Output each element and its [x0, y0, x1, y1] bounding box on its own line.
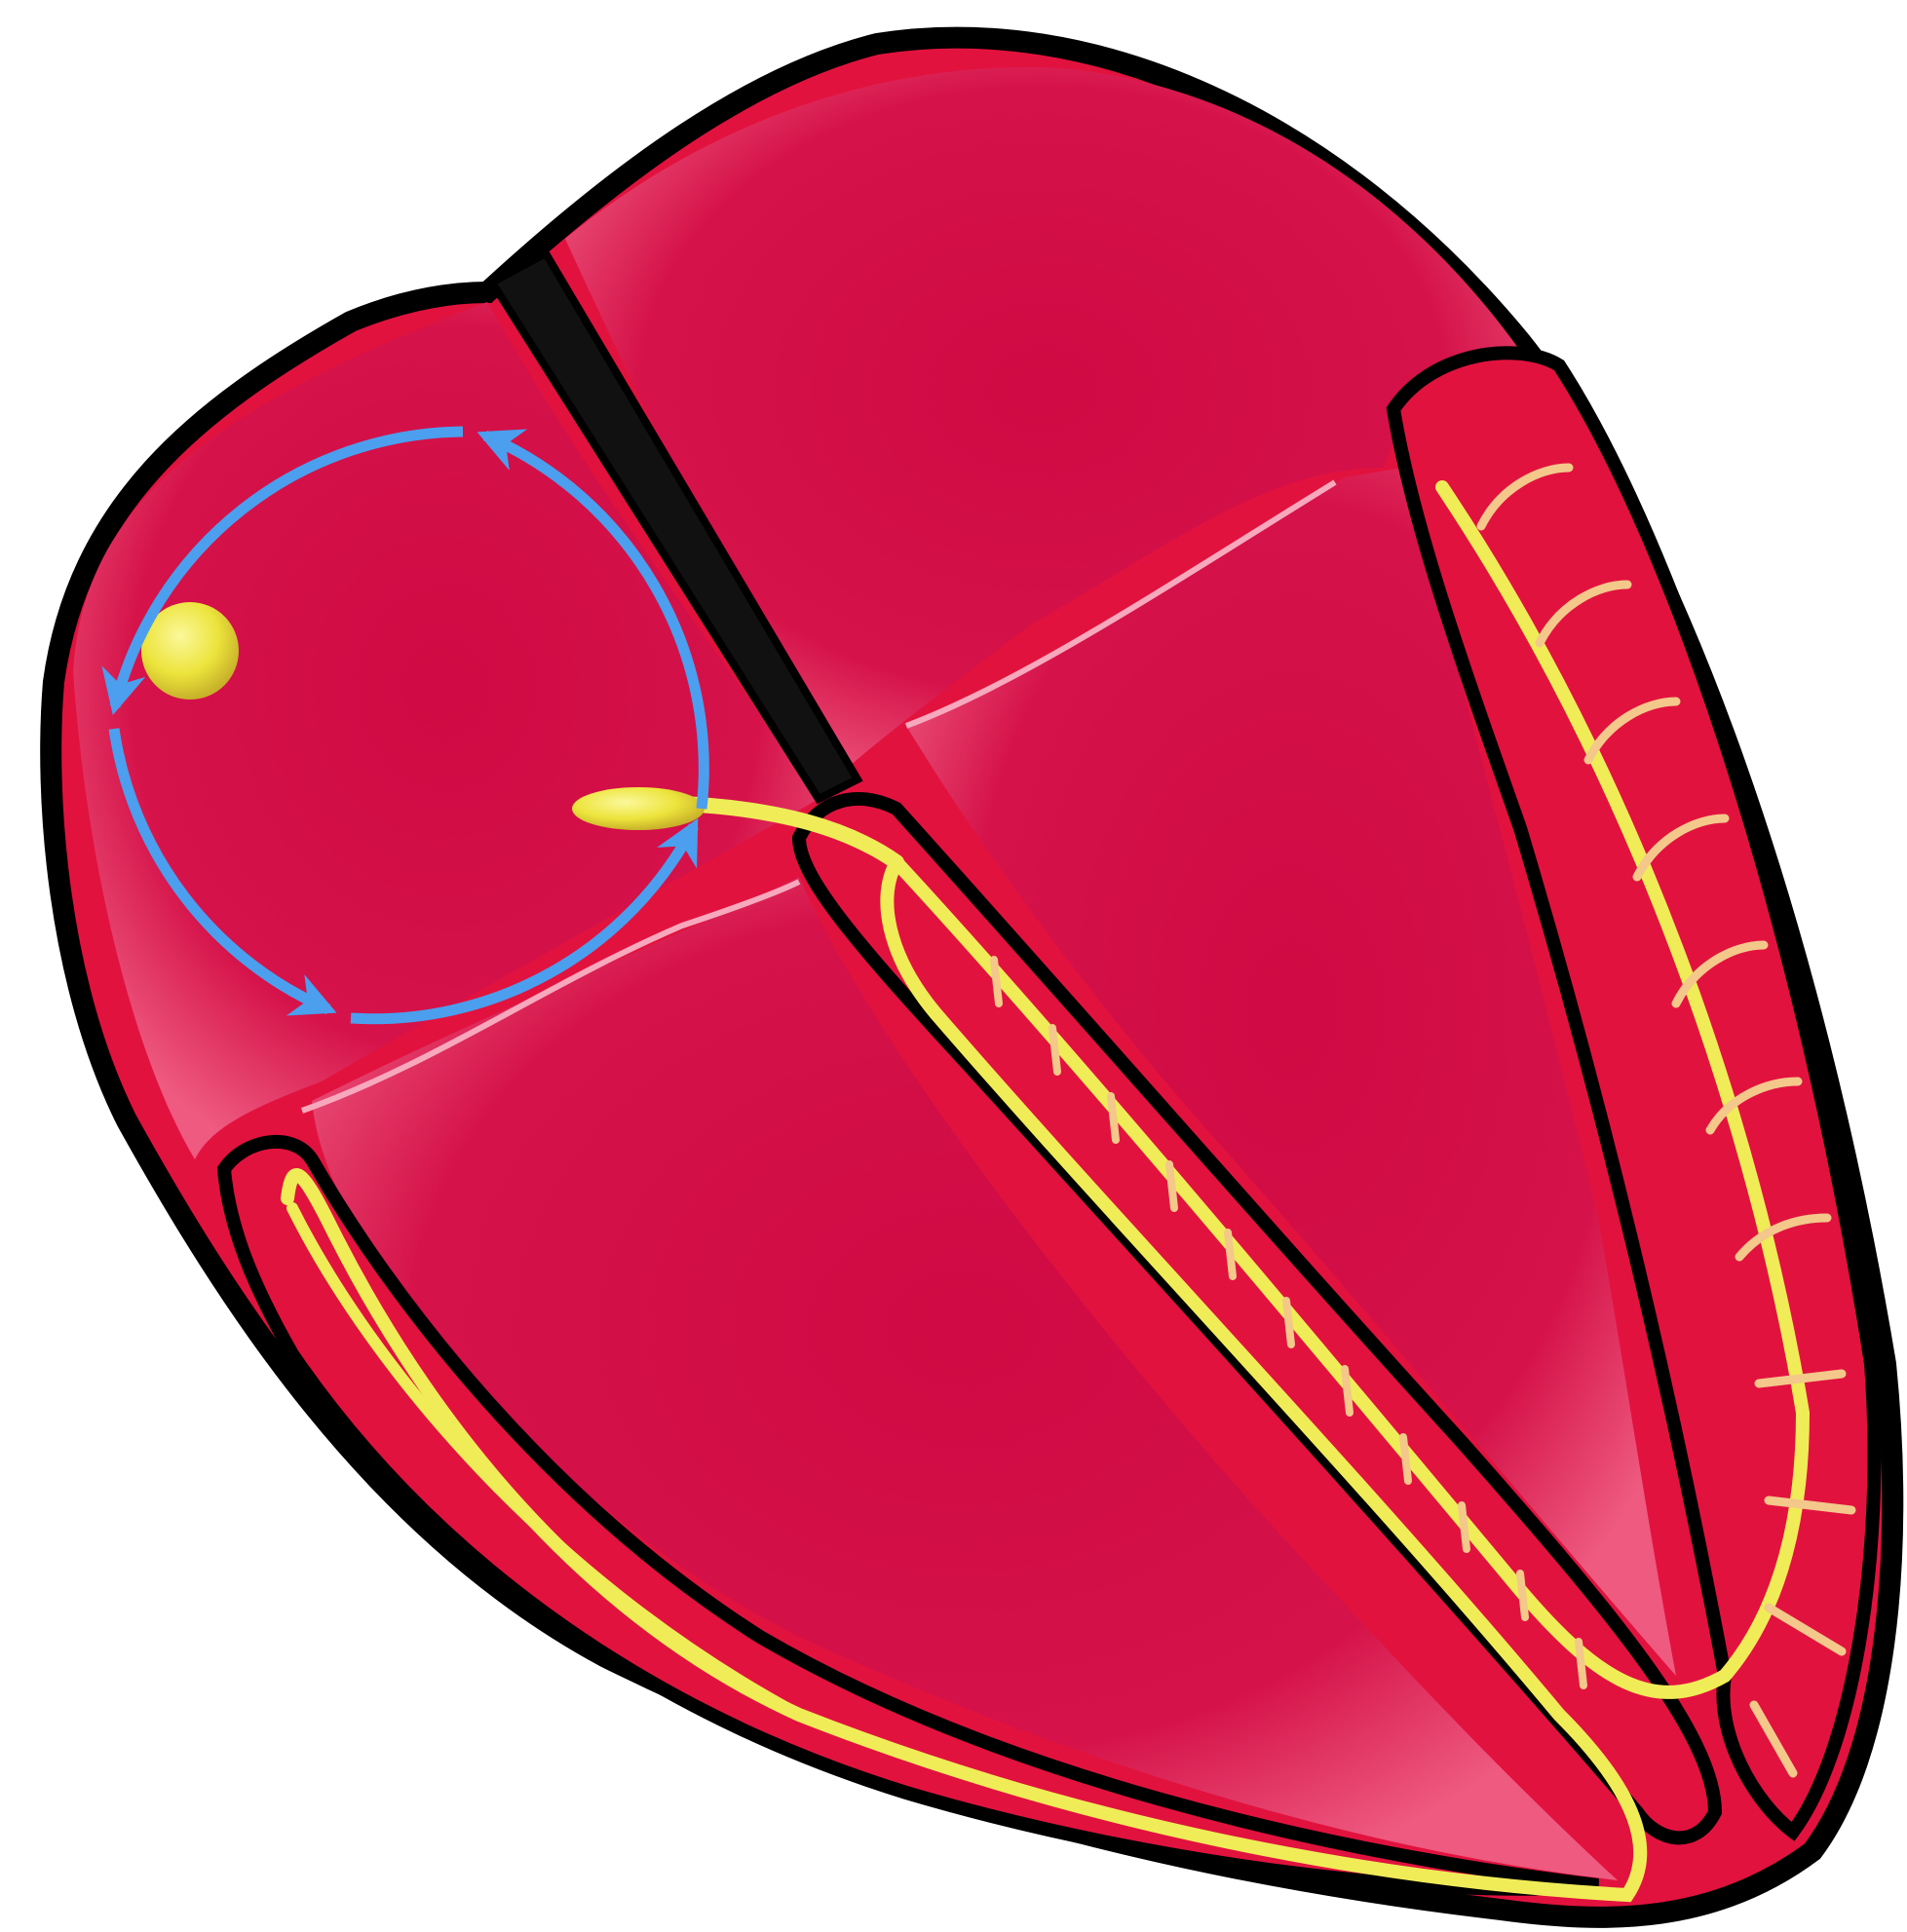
av-node: [572, 787, 705, 830]
